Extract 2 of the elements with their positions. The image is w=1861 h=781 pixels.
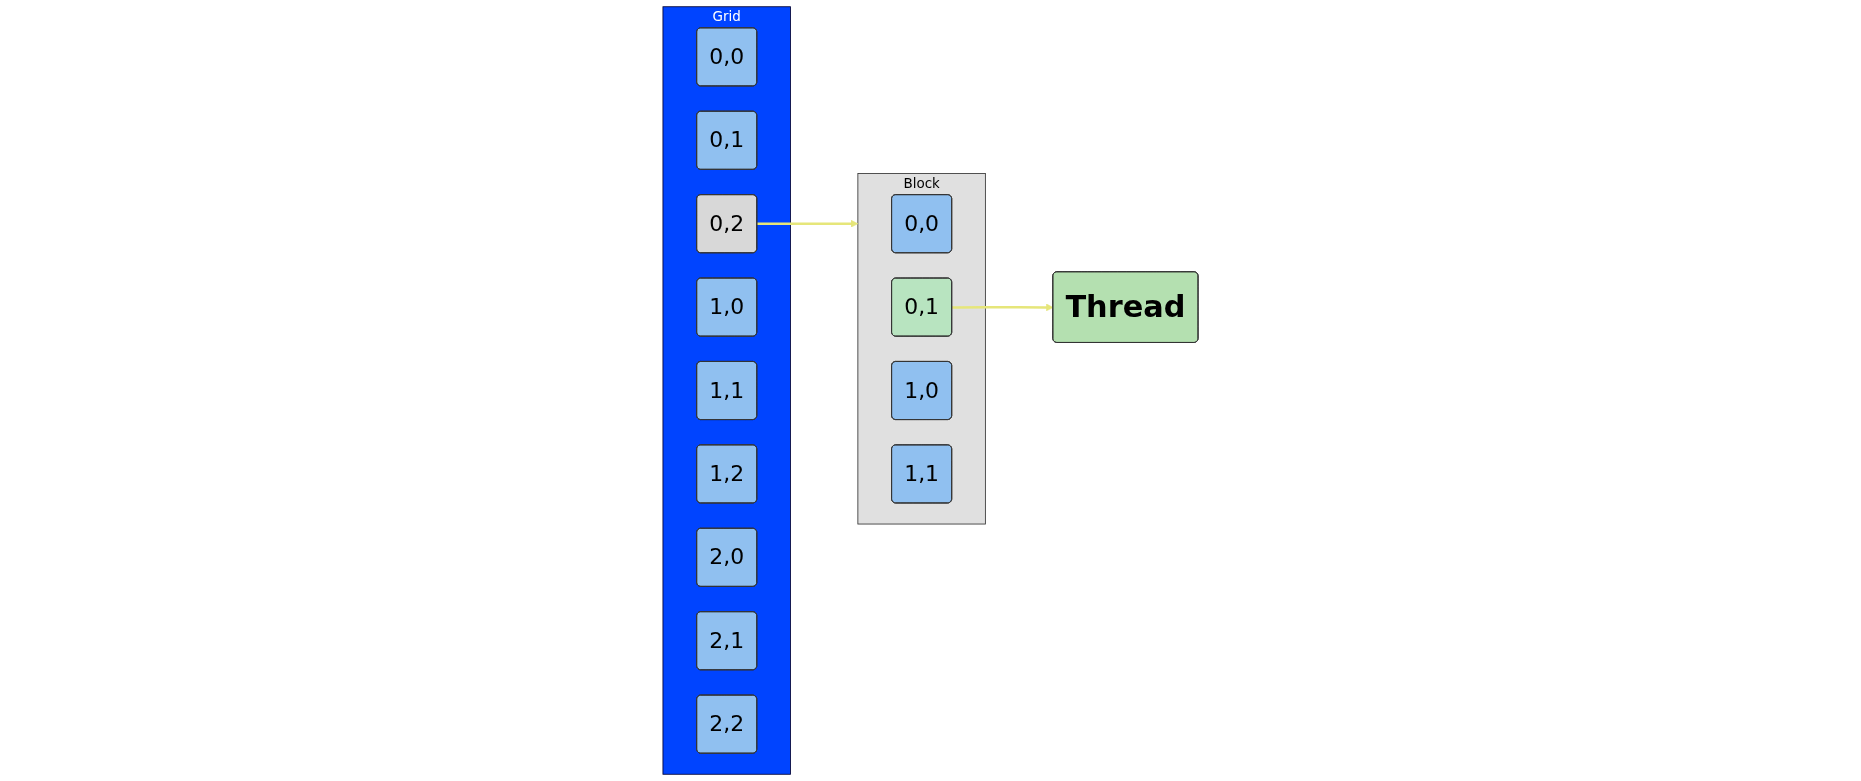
arrow: [756, 220, 859, 228]
arrow: [952, 303, 1054, 312]
